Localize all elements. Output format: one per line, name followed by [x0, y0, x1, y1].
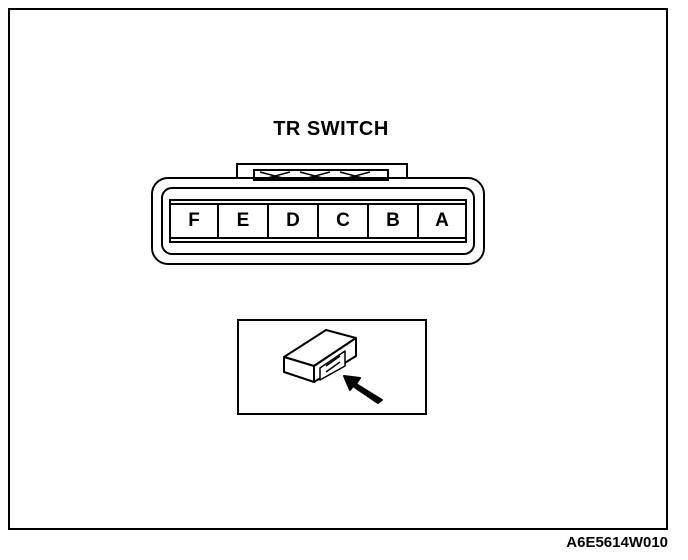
figure-frame: [8, 8, 668, 530]
view-direction-inset: [237, 319, 427, 415]
connector-housing: [151, 177, 485, 265]
figure-code: A6E5614W010: [566, 534, 668, 551]
pin-label-b: B: [386, 210, 400, 231]
pin-label-a: A: [435, 210, 449, 231]
connector-lock-tab: [236, 163, 408, 181]
pin-label-e: E: [236, 210, 250, 231]
pin-cavities: [169, 203, 467, 239]
pin-label-f: F: [188, 210, 200, 231]
pin-cavity-f: [169, 203, 219, 239]
connector-view-arrow-icon: [283, 329, 383, 404]
connector-title: TR SWITCH: [273, 118, 389, 140]
pin-label-d: D: [286, 210, 300, 231]
pin-cavity-a: [417, 203, 467, 239]
pin-label-c: C: [336, 210, 350, 231]
